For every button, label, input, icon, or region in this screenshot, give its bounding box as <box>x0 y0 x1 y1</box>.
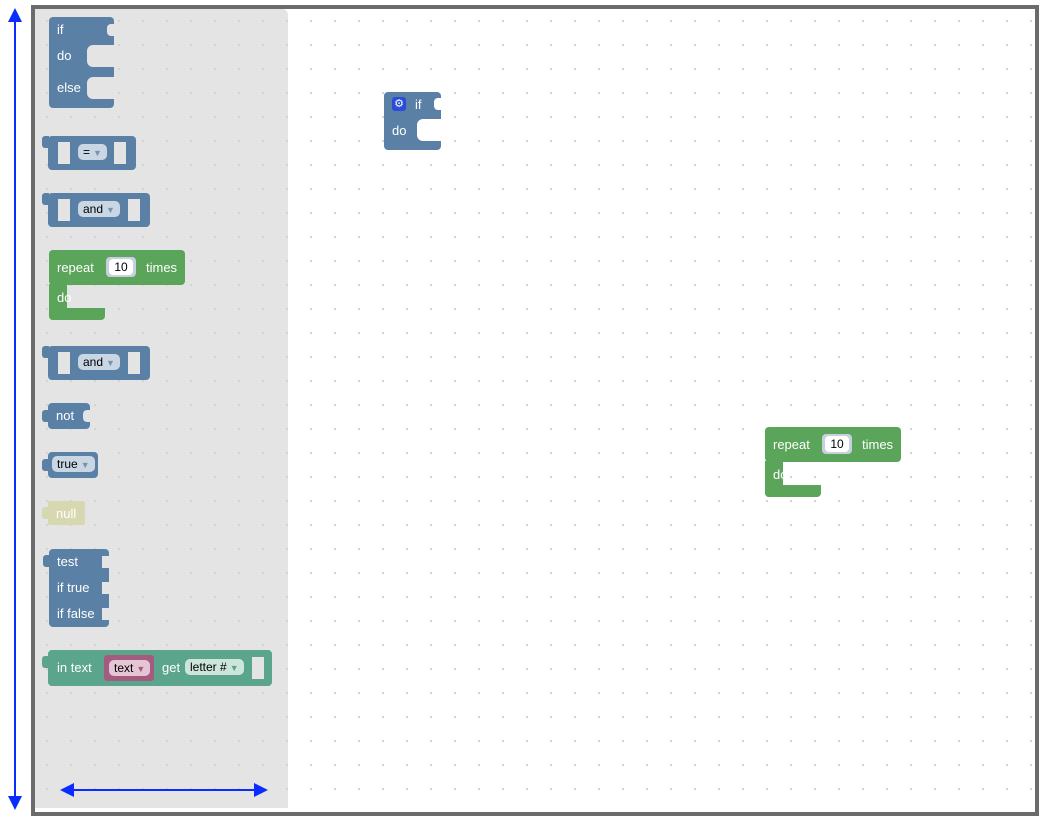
not-block[interactable]: not <box>42 403 90 429</box>
gear-icon[interactable]: ⚙ <box>392 97 406 111</box>
if-label: if <box>415 97 422 112</box>
logic-operation-block[interactable]: and▼ <box>42 193 150 227</box>
dropdown-arrow-icon: ▼ <box>136 664 146 674</box>
mode-dropdown[interactable]: letter #▼ <box>185 659 244 675</box>
dropdown-arrow-icon: ▼ <box>80 460 90 470</box>
if-false-label: if false <box>57 606 95 621</box>
get-label: get <box>162 660 181 675</box>
not-label: not <box>56 408 75 423</box>
repeat-label: repeat <box>57 260 94 275</box>
if-else-block[interactable]: if do else <box>49 17 114 108</box>
if-true-label: if true <box>57 580 90 595</box>
else-label: else <box>57 80 81 95</box>
dropdown-arrow-icon: ▼ <box>106 358 115 368</box>
boolean-dropdown[interactable]: true▼ <box>52 456 95 472</box>
times-label: times <box>146 260 178 275</box>
repeat-label: repeat <box>773 437 810 452</box>
times-input[interactable]: 10 <box>109 259 133 275</box>
horizontal-dimension-arrow <box>66 789 262 791</box>
test-label: test <box>57 554 78 569</box>
repeat-block-foot <box>765 485 821 497</box>
times-input[interactable]: 10 <box>825 436 849 452</box>
dropdown-arrow-icon: ▼ <box>106 205 115 215</box>
compare-block[interactable]: =▼ <box>42 136 136 170</box>
arrow-left-icon <box>60 783 74 797</box>
text-char-at-block[interactable]: in text text▼ get letter #▼ <box>42 650 272 686</box>
times-label: times <box>862 437 894 452</box>
do-label: do <box>57 48 72 63</box>
do-label: do <box>392 123 407 138</box>
do-label: do <box>57 290 72 305</box>
variable-dropdown[interactable]: text▼ <box>109 660 151 676</box>
operator-dropdown[interactable]: =▼ <box>78 144 107 160</box>
repeat-block-foot <box>49 308 105 320</box>
arrow-up-icon <box>8 8 22 22</box>
logic-operation-block[interactable]: and▼ <box>42 346 150 380</box>
in-text-label: in text <box>57 660 92 675</box>
do-label: do <box>773 467 788 482</box>
dropdown-arrow-icon: ▼ <box>229 663 239 673</box>
variable-block[interactable]: text▼ <box>104 655 154 681</box>
arrow-right-icon <box>254 783 268 797</box>
boolean-block[interactable]: true▼ <box>42 452 98 478</box>
workspace-if-block[interactable]: ⚙ if do <box>384 92 441 150</box>
operator-dropdown[interactable]: and▼ <box>78 354 120 370</box>
workspace-repeat-block[interactable]: repeat 10 times <box>765 427 901 462</box>
null-label: null <box>56 506 77 521</box>
if-label: if <box>57 22 64 37</box>
dropdown-arrow-icon: ▼ <box>93 148 102 158</box>
arrow-down-icon <box>8 796 22 810</box>
repeat-block[interactable]: repeat 10 times <box>49 250 185 285</box>
null-block[interactable]: null <box>42 501 85 525</box>
ternary-block[interactable]: test if true if false <box>43 549 109 627</box>
vertical-dimension-arrow <box>14 14 16 804</box>
operator-dropdown[interactable]: and▼ <box>78 201 120 217</box>
